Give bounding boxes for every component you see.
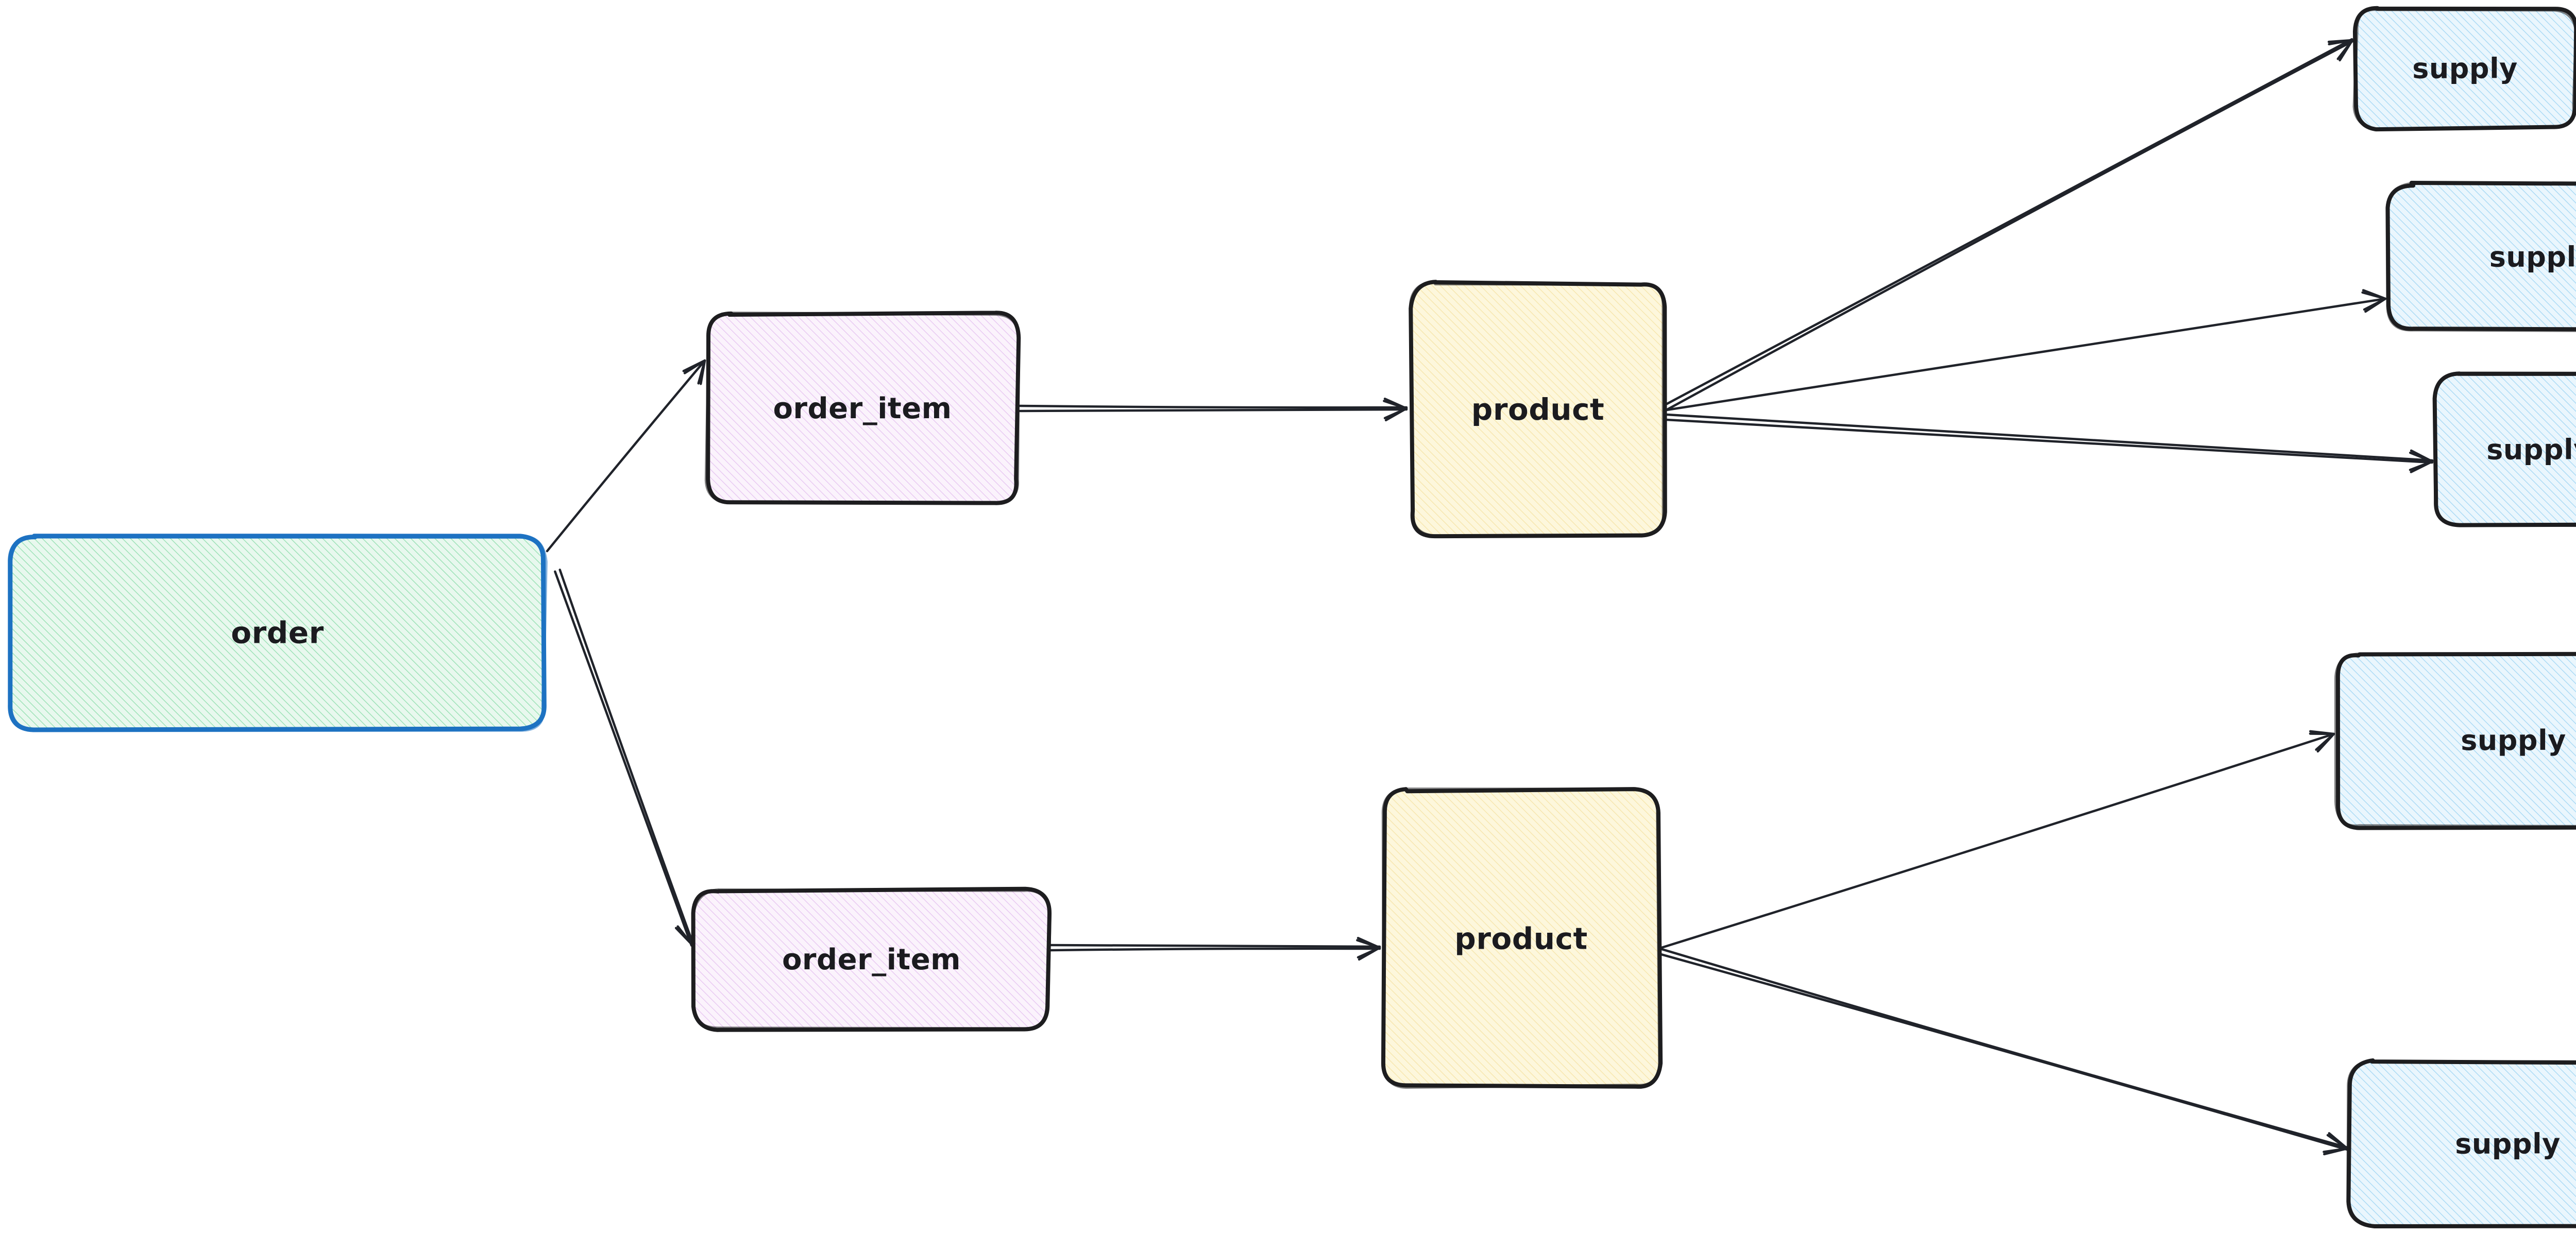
node-hatch [695,889,1048,1030]
node-label-supply_3: supply [2486,434,2576,466]
node-hatch [2355,8,2575,128]
node-label-order: order [231,615,324,650]
node-hatch [1383,791,1659,1088]
node-label-supply_2: supply [2489,241,2576,273]
node-hatch [2435,373,2576,526]
node-hatch [2348,1062,2576,1225]
edge-product_top-to-supply_3[interactable] [1665,413,2434,473]
node-outline [2346,1059,2576,1228]
node-outline [1381,787,1661,1089]
node-order[interactable]: order [8,534,548,732]
node-supply_2[interactable]: supply [2385,180,2576,332]
edge-order-to-order_item_top[interactable] [546,359,706,553]
node-label-supply_4: supply [2461,724,2566,757]
node-outline [691,888,1052,1030]
node-hatch [706,312,1018,504]
node-supply_5[interactable]: supply [2346,1058,2576,1228]
node-label-order_item_bottom: order_item [782,943,961,977]
edge-product_bottom-to-supply_5[interactable] [1659,948,2349,1156]
node-supply_1[interactable]: supply [2352,6,2576,132]
edge-order-to-order_item_bottom[interactable] [554,569,698,947]
node-outline [1409,281,1665,538]
node-order_item_top[interactable]: order_item [704,311,1021,505]
node-label-supply_1: supply [2412,53,2518,85]
node-hatch [2335,654,2576,827]
node-label-supply_5: supply [2455,1128,2561,1160]
node-product_top[interactable]: product [1409,280,1667,539]
node-outline [2433,372,2576,527]
edge-order_item_top-to-product_top[interactable] [1019,397,1408,422]
node-label-product_bottom: product [1454,921,1587,956]
node-label-product_top: product [1471,392,1604,427]
node-layer: orderorder_itemorder_itemproductproducts… [8,6,2576,1228]
node-outline [704,312,1021,504]
node-outline [2346,1058,2576,1228]
node-outline [2385,182,2576,332]
edge-product_top-to-supply_2[interactable] [1665,289,2387,412]
node-supply_4[interactable]: supply [2334,652,2576,830]
node-label-order_item_top: order_item [773,392,952,425]
node-order_item_bottom[interactable]: order_item [691,886,1052,1032]
node-hatch [2388,183,2576,330]
node-product_bottom[interactable]: product [1381,787,1663,1089]
node-hatch [10,536,546,730]
node-outline [8,535,548,732]
edge-product_top-to-supply_1[interactable] [1664,38,2354,410]
node-outline [2334,652,2576,828]
edge-layer [546,38,2434,1156]
edge-product_bottom-to-supply_4[interactable] [1660,730,2335,949]
edge-order_item_bottom-to-product_bottom[interactable] [1049,936,1381,961]
node-outline [2352,8,2576,131]
node-hatch [1411,282,1665,537]
node-supply_3[interactable]: supply [2432,371,2576,527]
